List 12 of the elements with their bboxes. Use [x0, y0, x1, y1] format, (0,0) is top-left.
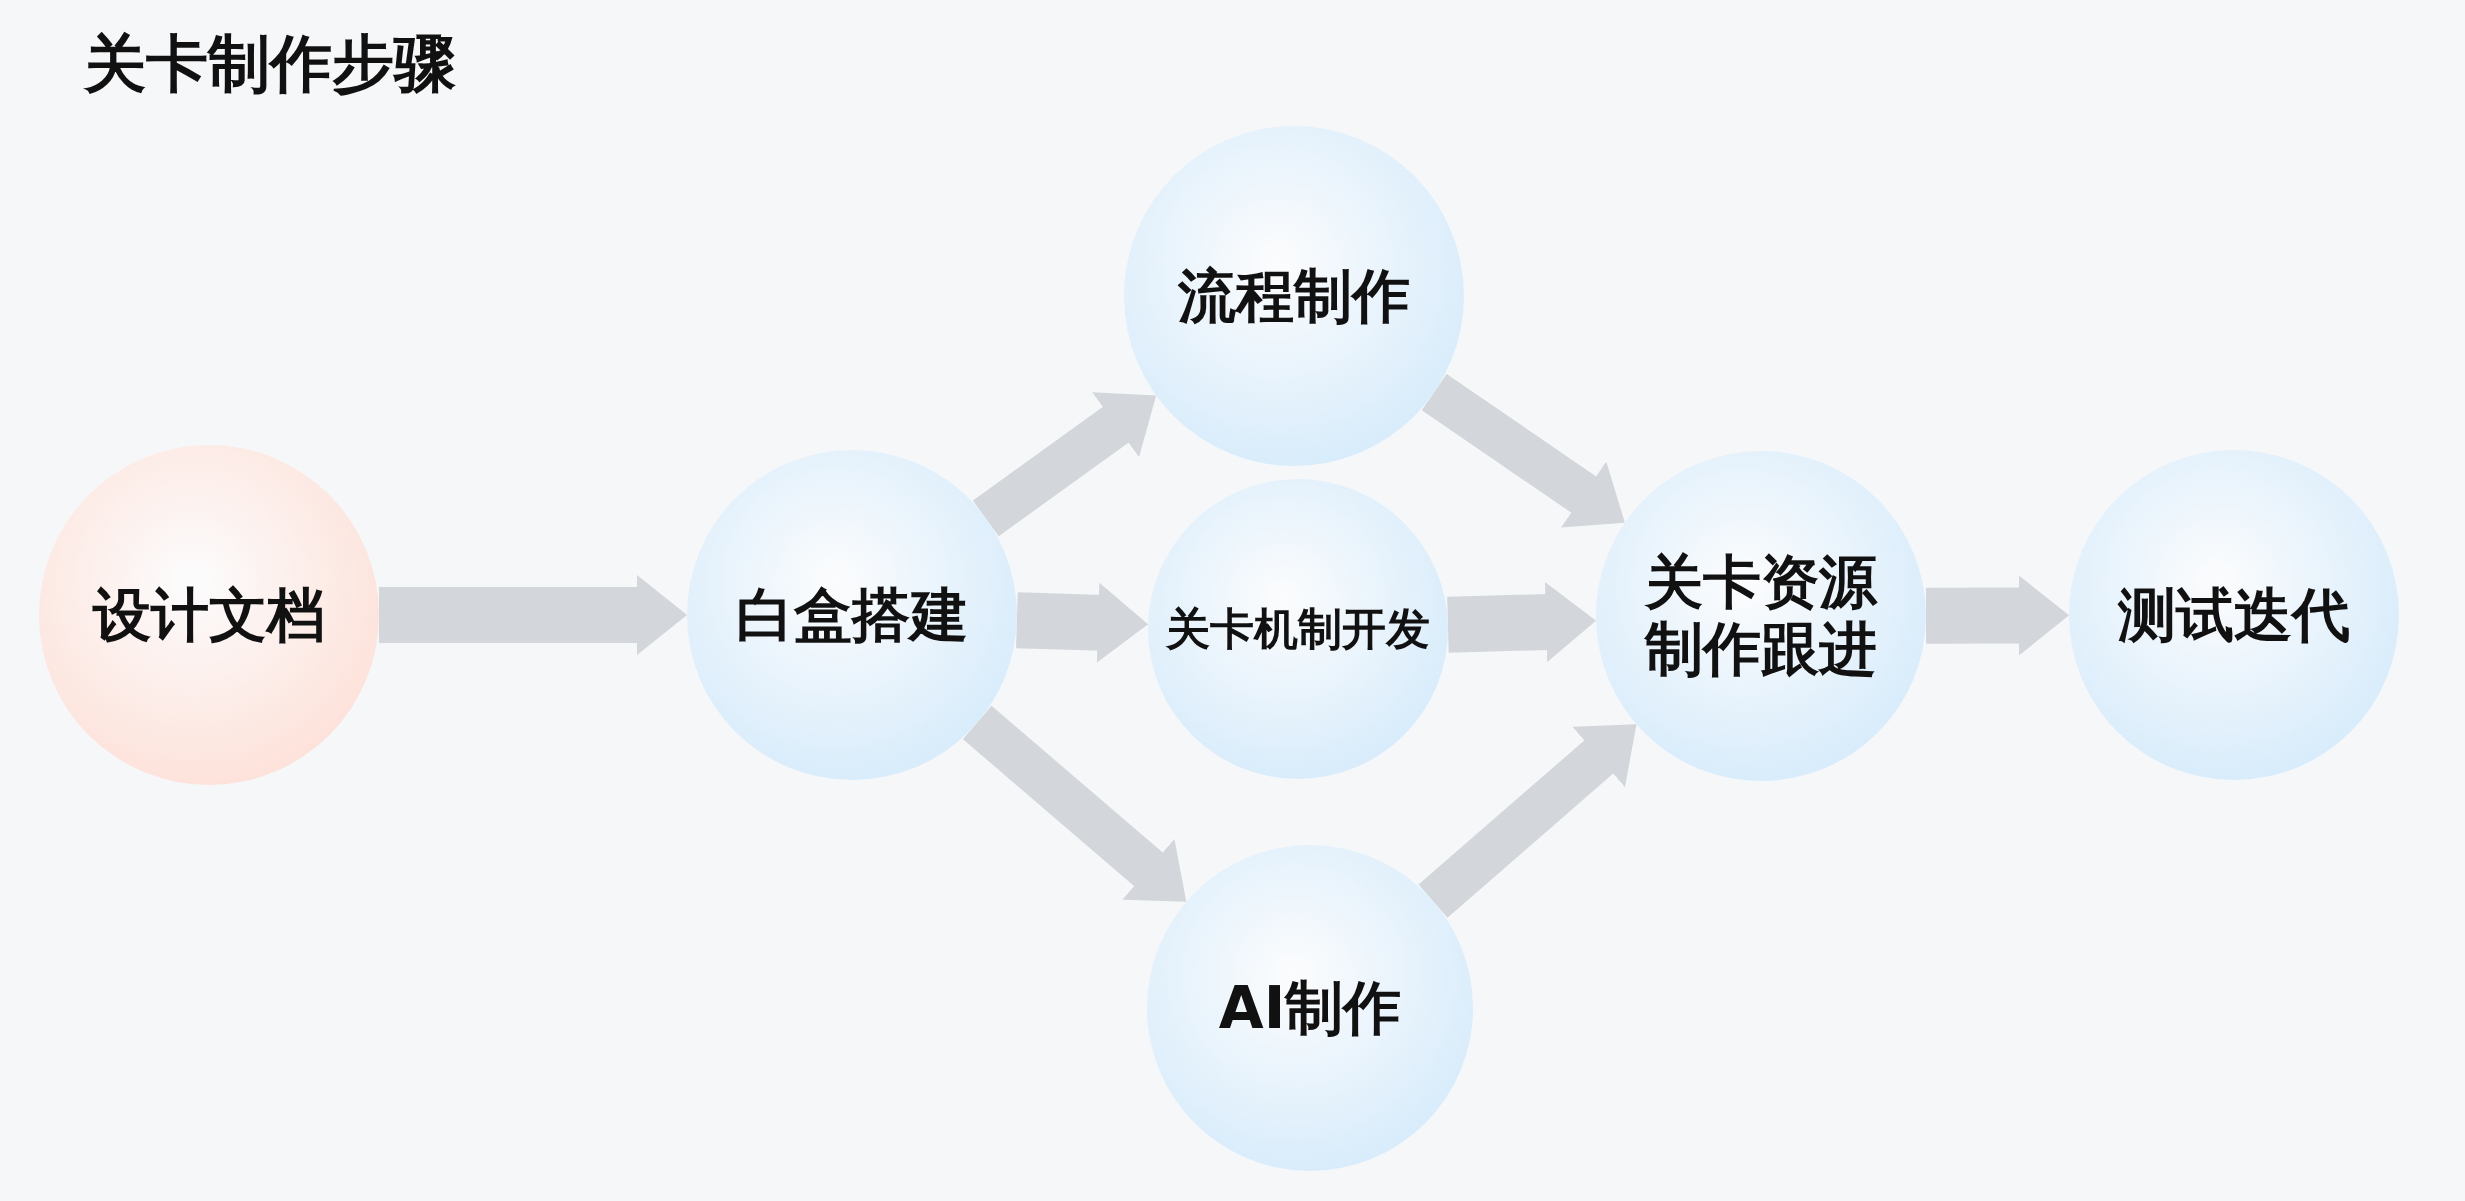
arrow — [1925, 575, 2070, 656]
step-label: 白盒搭建 — [736, 581, 968, 649]
step-label: 设计文档 — [93, 581, 325, 649]
title: 关卡制作步骤 — [84, 26, 456, 102]
step-label: 流程制作 — [1178, 262, 1410, 330]
arrow — [379, 575, 687, 655]
arrow — [1016, 582, 1149, 663]
step-label: 关卡机制开发 — [1166, 603, 1430, 655]
arrow — [1447, 582, 1597, 662]
step-label: AI制作 — [1218, 974, 1402, 1042]
step-label: 关卡资源制作跟进 — [1643, 549, 1879, 683]
step-label: 测试迭代 — [2118, 581, 2350, 649]
